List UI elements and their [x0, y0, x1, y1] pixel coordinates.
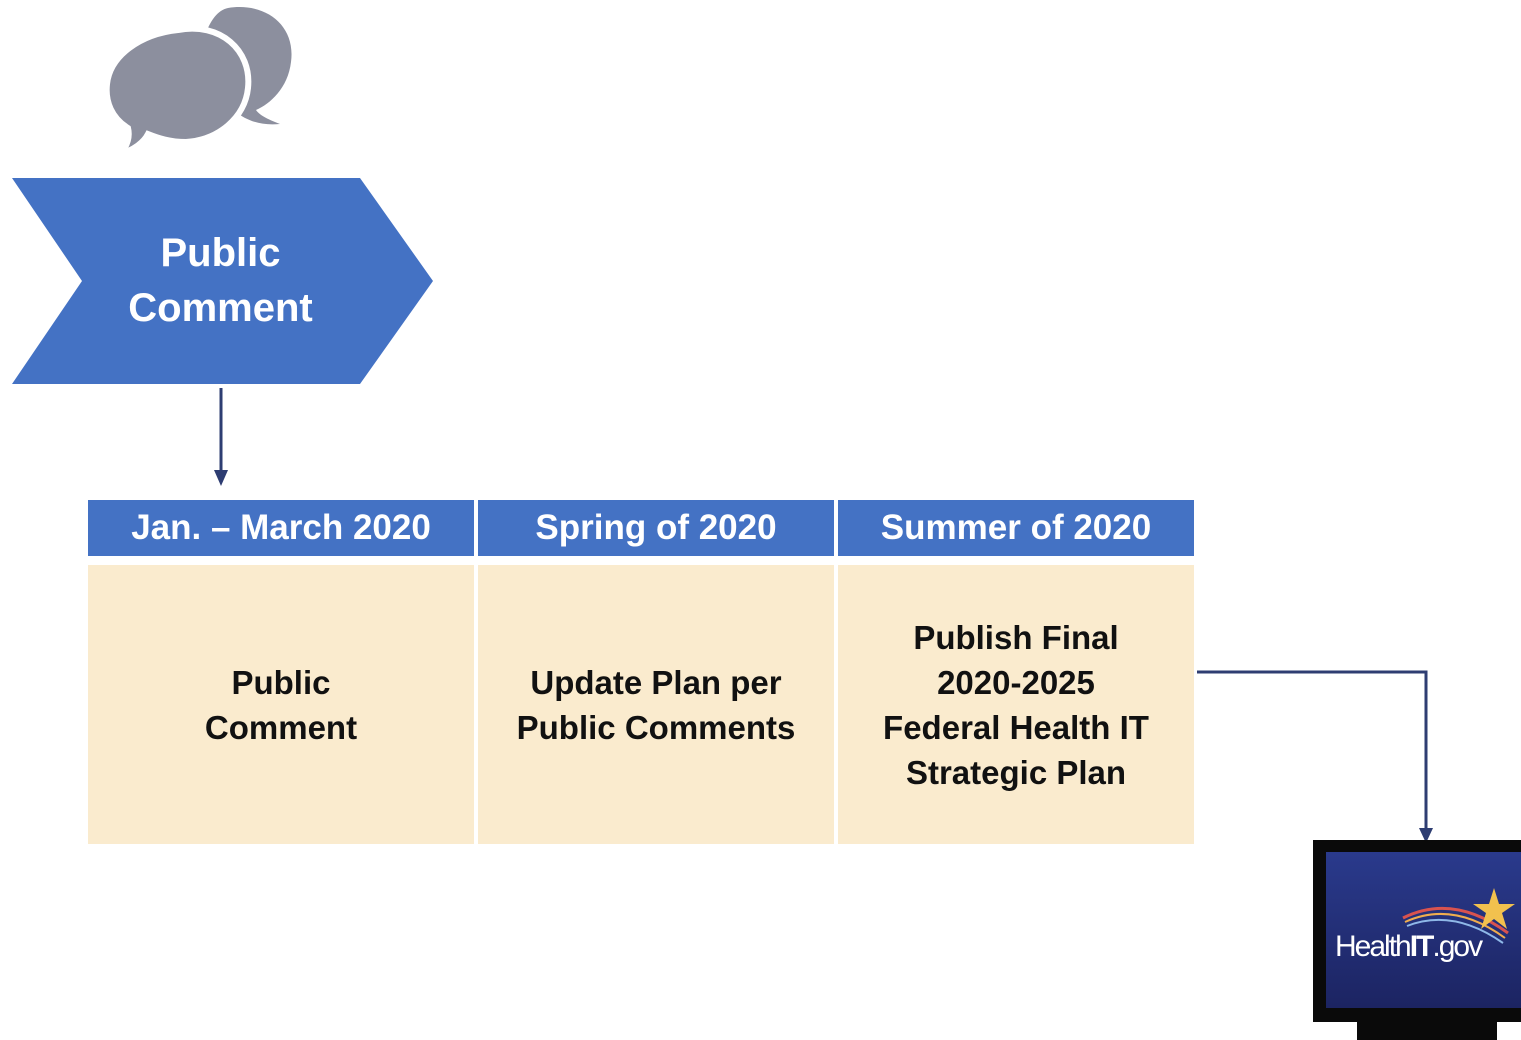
healthit-monitor-logo: HealthIT.gov — [1313, 840, 1521, 1040]
header-jan-march: Jan. – March 2020 — [88, 500, 474, 556]
speech-bubbles-icon — [103, 7, 292, 160]
header-summer: Summer of 2020 — [838, 500, 1194, 556]
cell-update-plan: Update Plan per Public Comments — [478, 565, 834, 844]
public-comment-chevron — [12, 178, 433, 384]
svg-text:HealthIT.gov: HealthIT.gov — [1335, 930, 1483, 963]
header-spring: Spring of 2020 — [478, 500, 834, 556]
cell-publish-final: Publish Final 2020-2025 Federal Health I… — [838, 565, 1194, 844]
cell-public-comment: Public Comment — [88, 565, 474, 844]
chevron-label: Public Comment — [128, 231, 313, 330]
